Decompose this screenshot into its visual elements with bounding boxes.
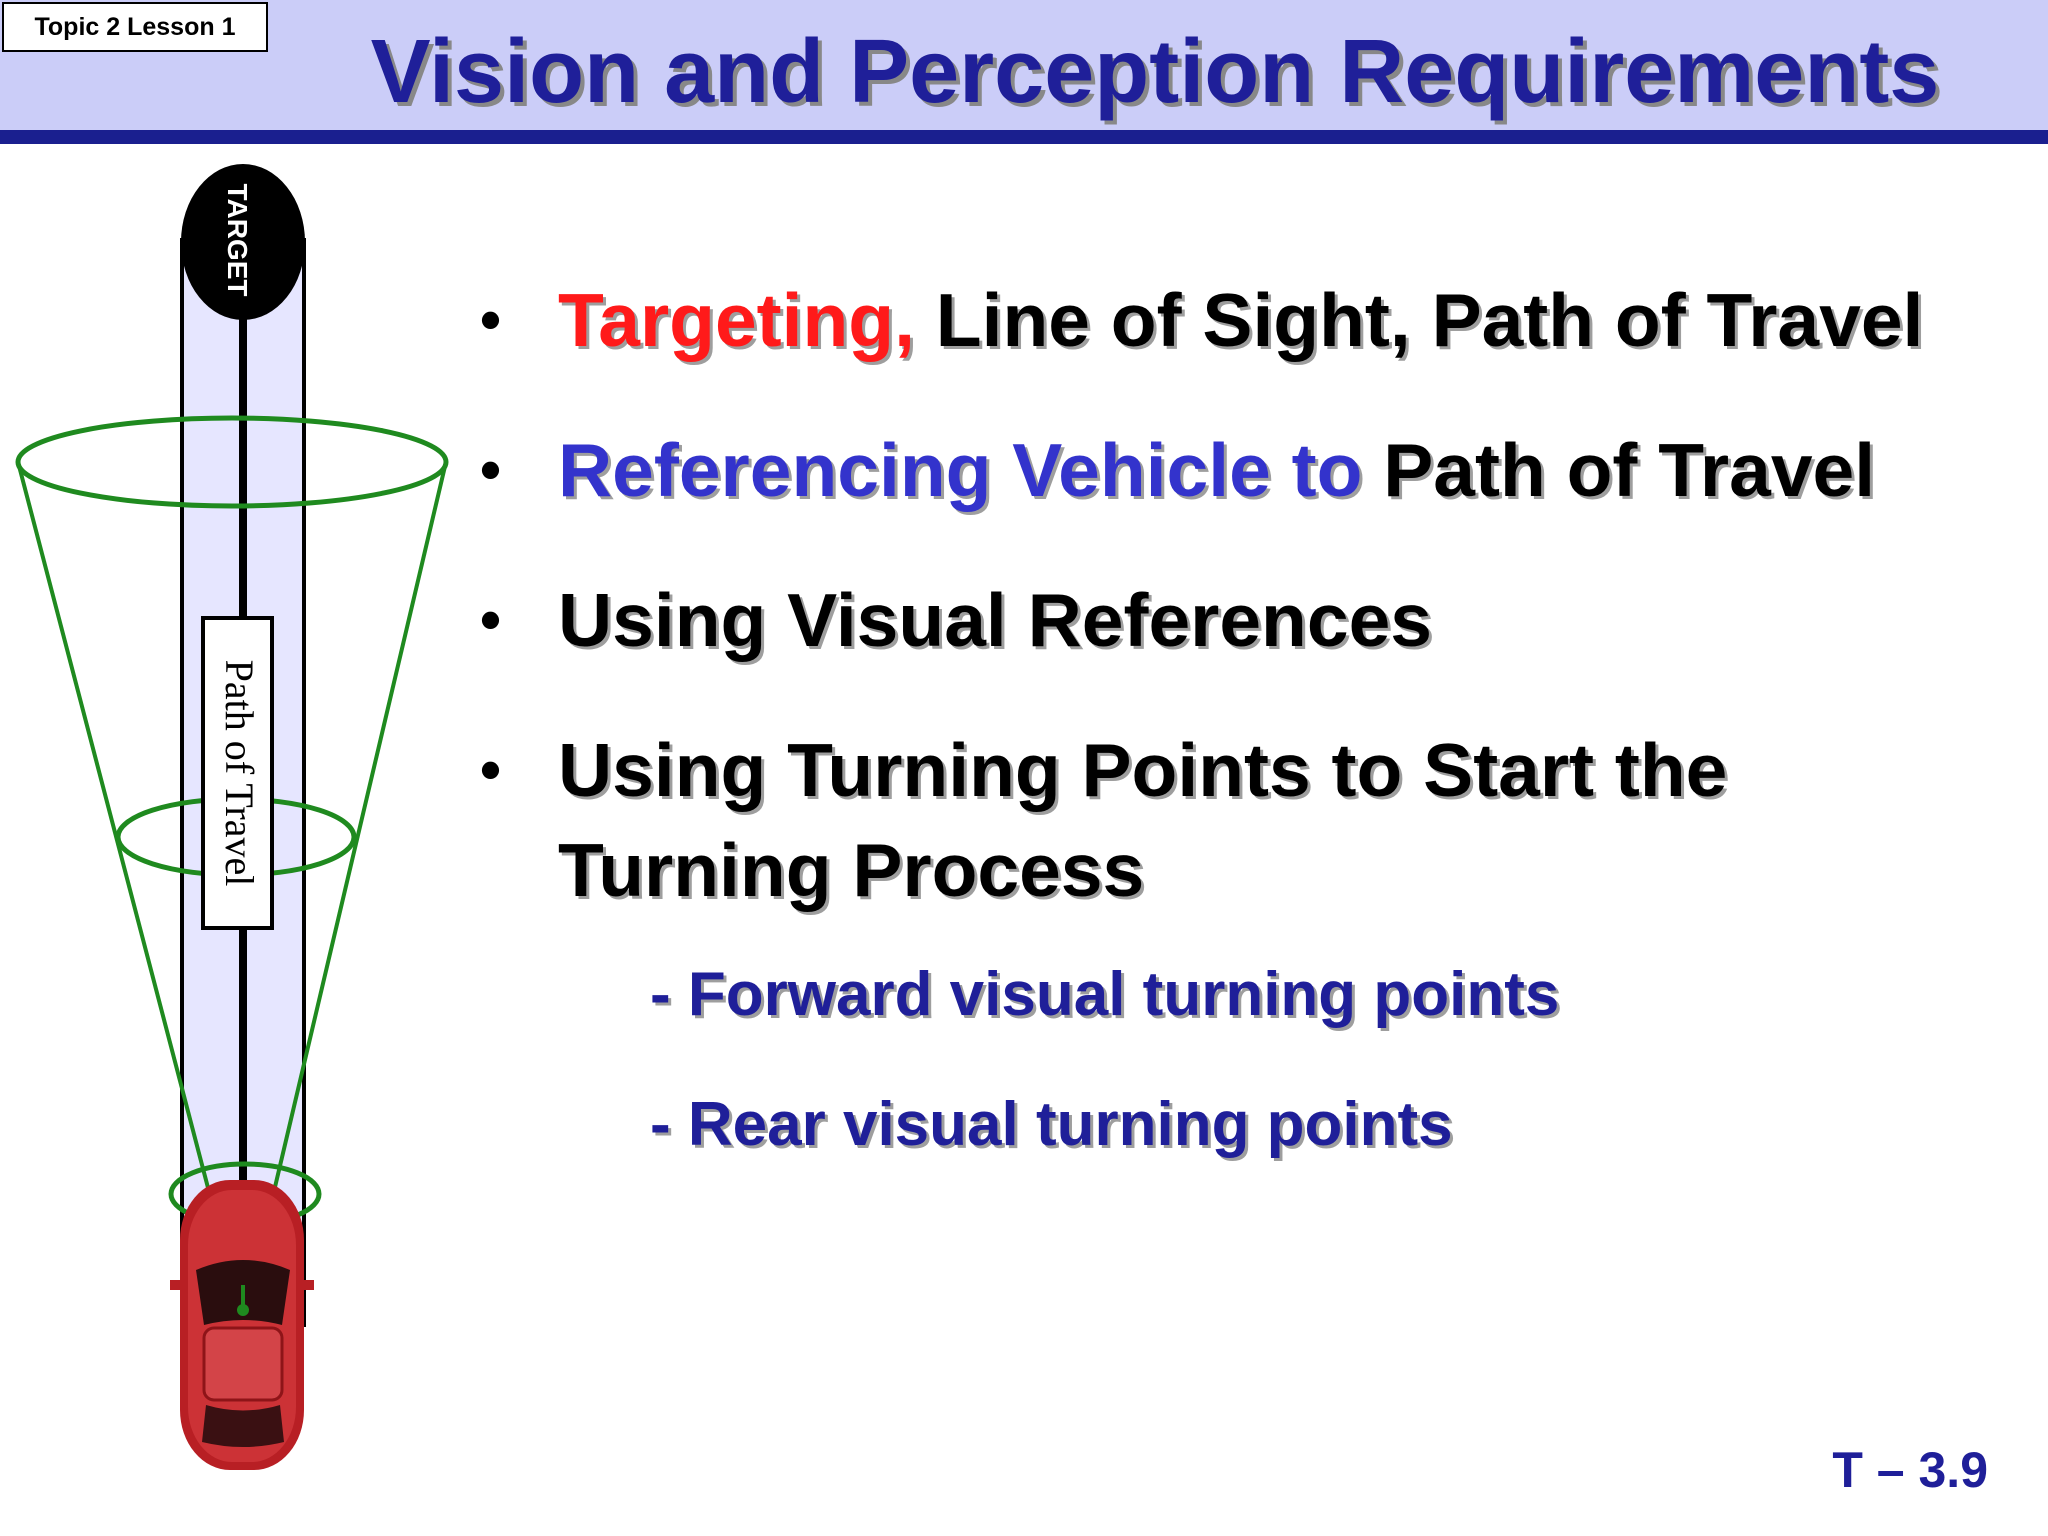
- bullet-dot: •: [480, 286, 502, 353]
- bullet-rest: Path of Travel: [1362, 428, 1876, 512]
- path-label: Path of Travel: [217, 660, 262, 887]
- highlight-blue: Referencing Vehicle to: [558, 428, 1363, 512]
- sub-bullet-text: Forward visual turning points: [687, 960, 1560, 1029]
- bullet-text-line-2: Turning Process: [558, 828, 1145, 912]
- slide-number: T – 3.9: [1832, 1442, 1988, 1498]
- bullet-text: Referencing Vehicle to Path of Travel: [558, 420, 1875, 520]
- sub-bullet-item: - Forward visual turning points: [650, 955, 1559, 1035]
- car: [170, 1180, 314, 1470]
- header-band: [0, 0, 2048, 144]
- sub-bullet-item: - Rear visual turning points: [650, 1085, 1453, 1165]
- sub-bullet-dash: -: [650, 1090, 688, 1159]
- target-circle: [181, 164, 305, 320]
- bullet-dot: •: [480, 586, 502, 653]
- bullet-text: Targeting, Line of Sight, Path of Travel: [558, 270, 1923, 370]
- path-of-travel-diagram: TARGET Path of Travel: [15, 164, 449, 1470]
- target-label: TARGET: [222, 183, 253, 296]
- bullet-text: Using Visual References: [558, 578, 1432, 662]
- bullet-dot: •: [480, 736, 502, 803]
- path-label-box: [201, 616, 274, 930]
- sub-bullet-dash: -: [650, 960, 688, 1029]
- bullet-dot: •: [480, 436, 502, 503]
- slide-title: Vision and Perception Requirements: [370, 22, 1940, 122]
- sub-bullet-text: Rear visual turning points: [687, 1090, 1453, 1159]
- topic-tag: Topic 2 Lesson 1: [2, 2, 268, 52]
- bullet-text-line-1: Using Turning Points to Start the: [558, 728, 1728, 812]
- far-vision-ellipse: [15, 415, 449, 509]
- highlight-red: Targeting,: [558, 278, 915, 362]
- bullet-rest: Line of Sight, Path of Travel: [914, 278, 1924, 362]
